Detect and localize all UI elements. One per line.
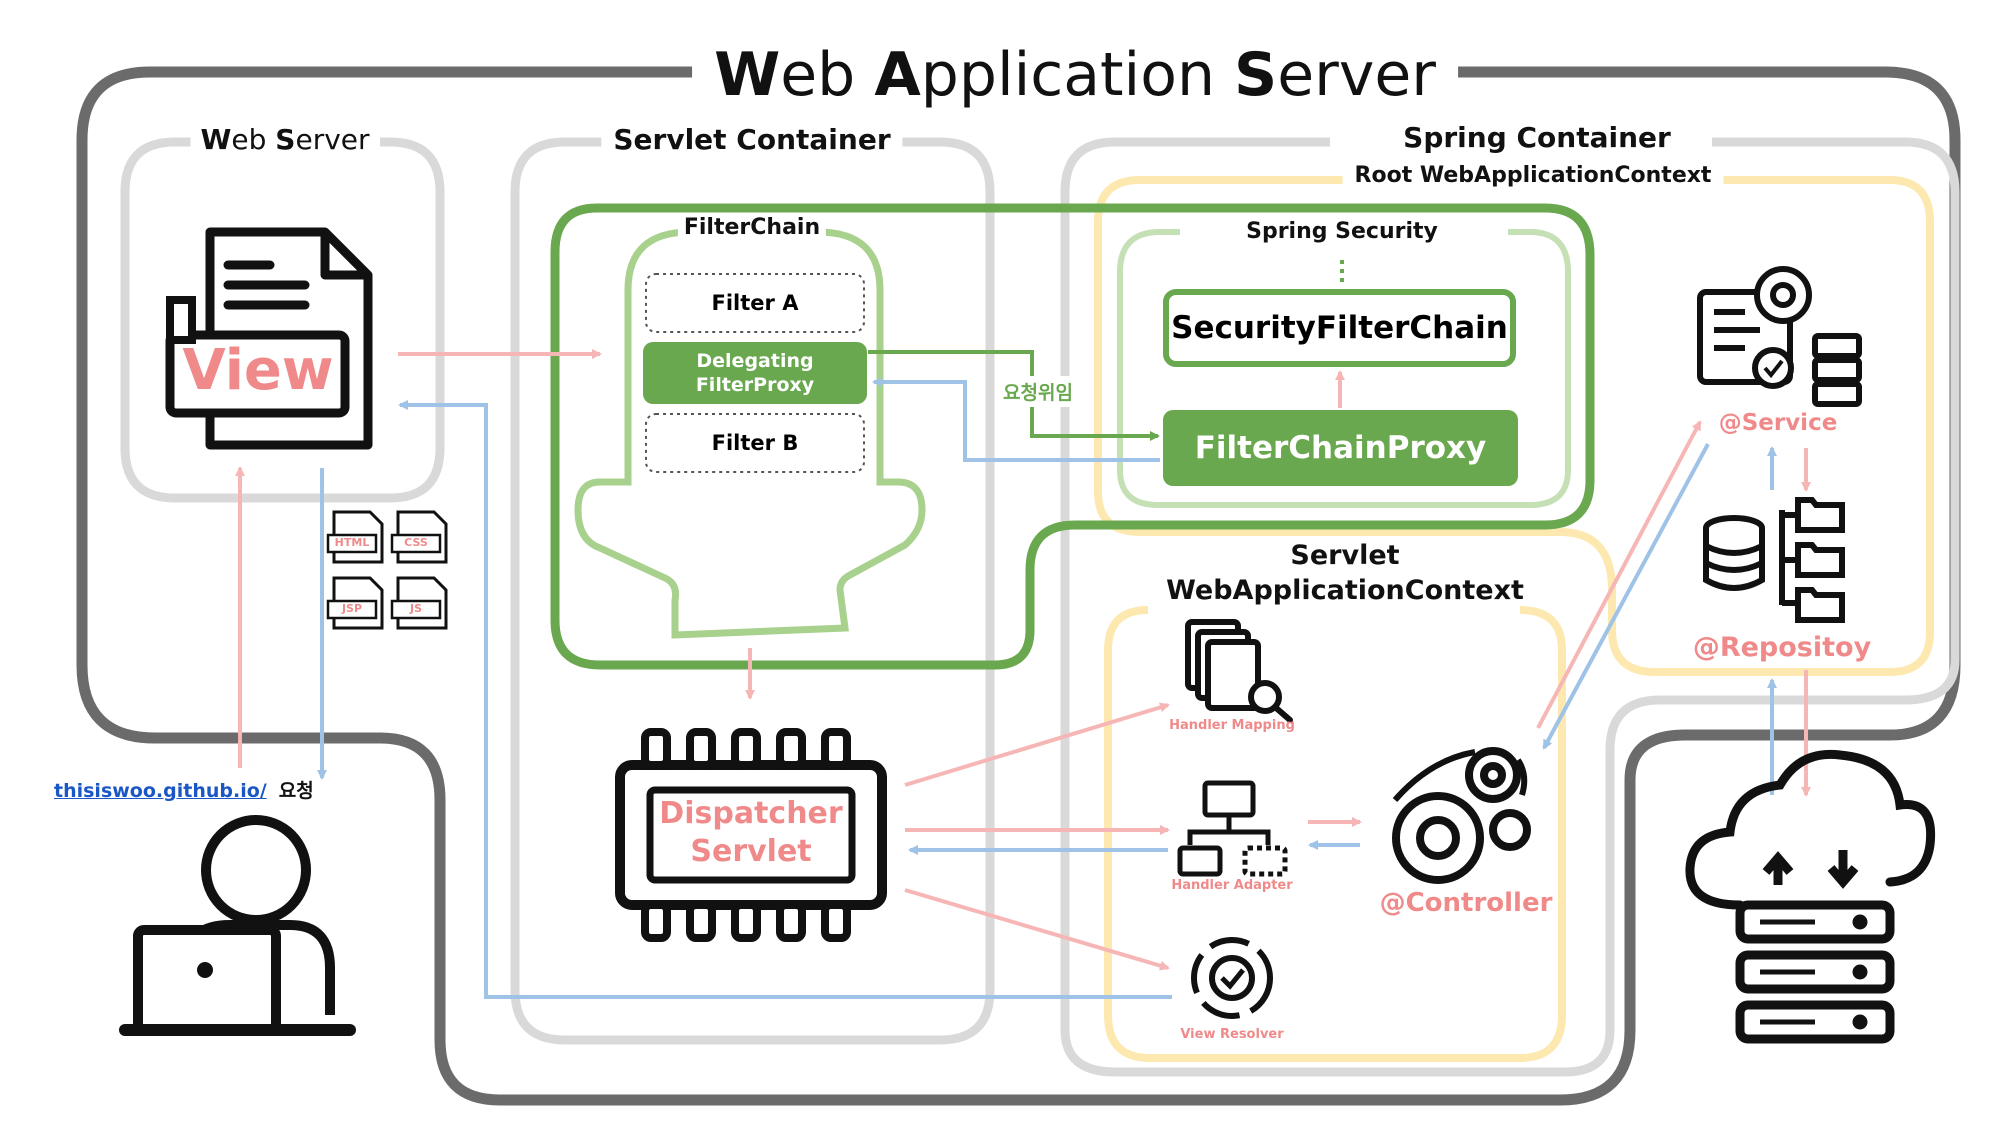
- css-file-icon: [390, 510, 448, 564]
- repository-label: @Repositoy: [1692, 632, 1872, 663]
- servlet-context-line1: Servlet: [1290, 540, 1400, 571]
- security-filter-chain-box: [1163, 289, 1516, 367]
- was-boundary: [76, 66, 1961, 1106]
- dispatcher-line2: Servlet: [690, 834, 812, 869]
- web-server-box: [120, 137, 445, 503]
- request-link[interactable]: thisiswoo.github.io/: [54, 780, 267, 802]
- delegating-line1: Delegating: [696, 350, 814, 372]
- handler-mapping-label: Handler Mapping: [1169, 718, 1295, 733]
- js-file-icon: [390, 576, 448, 630]
- diagram-title: Web Application Server: [692, 40, 1458, 110]
- view-resolver-icon: [1191, 937, 1273, 1019]
- controller-label: @Controller: [1379, 888, 1553, 918]
- html-file-icon: [326, 510, 384, 564]
- delegating-filter-proxy[interactable]: Delegating FilterProxy: [643, 342, 867, 404]
- js-label: JS: [409, 602, 423, 615]
- filter-chain-outline: [550, 203, 1595, 670]
- handler-adapter-icon: [1177, 780, 1288, 877]
- servlet-container-label: Servlet Container: [601, 123, 903, 156]
- view-resolver-label: View Resolver: [1180, 1027, 1284, 1042]
- servlet-container-box: [510, 137, 995, 1045]
- filter-a-label: Filter A: [711, 291, 799, 315]
- controller-gears-icon: [1392, 747, 1531, 884]
- request-suffix: 요청: [278, 780, 314, 802]
- css-label: CSS: [404, 536, 428, 549]
- filter-chain-proxy-box: [1163, 410, 1518, 486]
- spring-container-box: [1060, 137, 1960, 1077]
- root-context-label: Root WebApplicationContext: [1342, 163, 1724, 188]
- web-server-label: Web Server: [190, 123, 380, 156]
- filter-chain-proxy[interactable]: FilterChainProxy: [1194, 430, 1487, 466]
- view-label: View: [182, 338, 334, 403]
- security-filter-chain[interactable]: SecurityFilterChain: [1171, 310, 1508, 346]
- delegating-line2: FilterProxy: [695, 374, 815, 396]
- spring-security-label: Spring Security: [1238, 219, 1446, 244]
- service-icon: [1697, 266, 1862, 407]
- jsp-file-icon: [326, 576, 384, 630]
- handler-adapter-label: Handler Adapter: [1171, 878, 1293, 893]
- cloud-server-icon: [1685, 749, 1936, 1044]
- dispatcher-servlet-icon: [615, 728, 887, 942]
- user-laptop-icon: [119, 815, 356, 1036]
- delegating-filter-proxy-box: [643, 342, 867, 404]
- filter-chain-label: FilterChain: [677, 215, 827, 240]
- servlet-context-box: [1104, 606, 1566, 1062]
- jsp-label: JSP: [341, 602, 363, 615]
- html-label: HTML: [334, 536, 370, 549]
- servlet-context-line2: WebApplicationContext: [1166, 575, 1524, 606]
- filter-a-box: [645, 273, 865, 333]
- repository-icon: [1703, 497, 1845, 623]
- filter-b-box: [645, 413, 865, 473]
- spring-security-box: [1117, 229, 1571, 508]
- filter-funnel: [574, 228, 926, 639]
- filter-b-label: Filter B: [711, 431, 799, 455]
- spring-container-label: Spring Container: [1389, 121, 1685, 154]
- view-document-icon: [165, 227, 373, 450]
- handler-mapping-icon: [1185, 619, 1293, 723]
- service-label: @Service: [1718, 410, 1838, 436]
- request-line: thisiswoo.github.io/ 요청: [54, 776, 314, 803]
- delegation-label: 요청위임: [999, 376, 1077, 407]
- dispatcher-line1: Dispatcher: [659, 796, 843, 831]
